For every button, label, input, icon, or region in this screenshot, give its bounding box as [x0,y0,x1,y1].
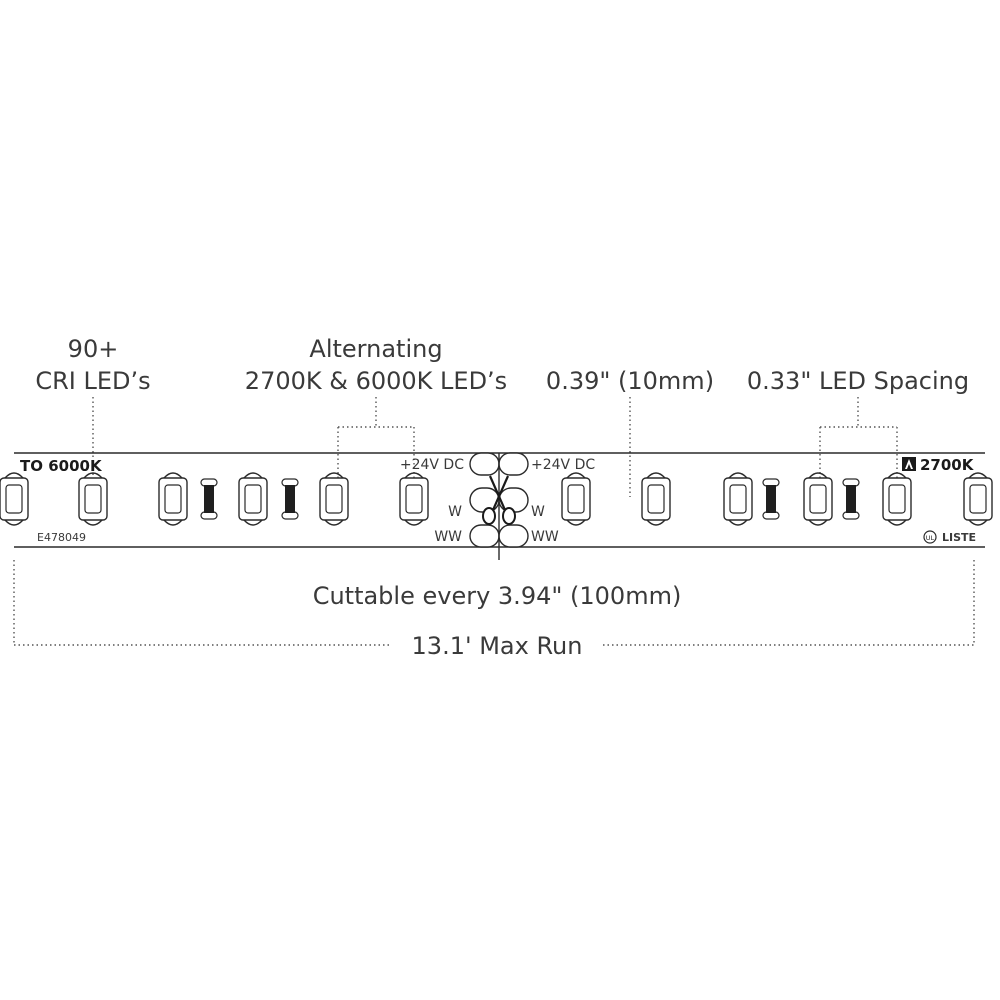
led-strip: TO 6000K E478049 2700K UL LISTE +24V DC … [0,452,993,560]
led-chip [723,472,753,526]
resistor [200,478,218,520]
pad-label-left-dc: +24V DC [400,457,464,473]
alternating-label-line2: 2700K & 6000K LED’s [245,367,507,395]
strip-listed-text: LISTE [942,531,976,544]
pad-label-right-ww: WW [531,529,559,545]
led-chip [238,472,268,526]
led-chip [641,472,671,526]
ul-listed-icon: UL [923,530,937,544]
led-chip [319,472,349,526]
pad-left-top [469,452,500,476]
led-chip [399,472,429,526]
strip-right-label: 2700K [920,456,975,474]
width-label: 0.39" (10mm) [546,367,714,395]
strip-cert-number: E478049 [37,531,86,544]
pad-left-bottom [469,524,500,548]
cuttable-label: Cuttable every 3.94" (100mm) [313,582,682,610]
cri-label-line1: 90+ [68,335,119,363]
pad-label-right-dc: +24V DC [531,457,595,473]
pad-label-left-w: W [448,504,462,520]
pad-label-left-ww: WW [434,529,462,545]
led-chip-group [0,472,993,526]
solder-pads-cut-zone [469,452,529,560]
led-chip [561,472,591,526]
brand-logo-icon [902,457,916,471]
pad-right-top [498,452,529,476]
pad-right-bottom [498,524,529,548]
resistor [281,478,299,520]
resistor [842,478,860,520]
led-chip [158,472,188,526]
resistor [762,478,780,520]
max-run-dimension [13,560,975,646]
cri-label-line2: CRI LED’s [35,367,150,395]
scissors-icon [482,475,516,525]
led-chip [882,472,912,526]
led-chip [78,472,108,526]
pad-label-right-w: W [531,504,545,520]
led-chip [803,472,833,526]
alternating-label-line1: Alternating [309,335,442,363]
led-chip-partial-left [0,472,29,526]
max-run-label: 13.1' Max Run [412,632,583,660]
leader-lines [92,397,898,497]
svg-text:UL: UL [926,534,935,542]
led-chip-partial-right [963,472,993,526]
spacing-label: 0.33" LED Spacing [747,367,969,395]
strip-left-label: TO 6000K [20,457,103,475]
